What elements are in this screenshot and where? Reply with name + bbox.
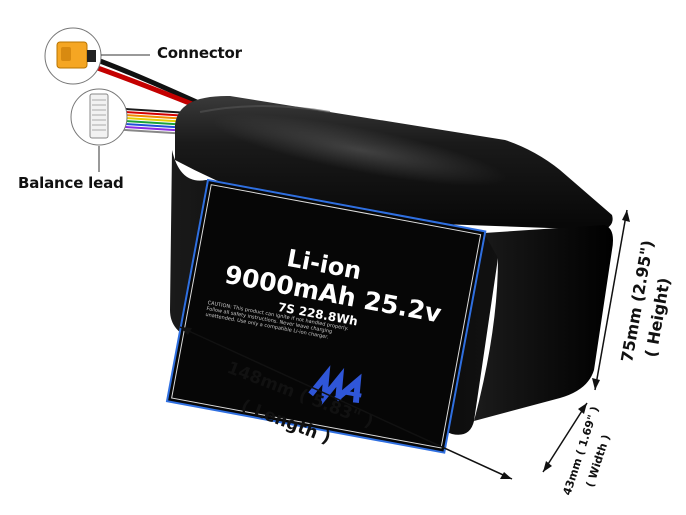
balance-plug-icon — [89, 93, 109, 139]
balance-lead-label: Balance lead — [18, 174, 124, 192]
brand-logo — [308, 365, 362, 407]
balance-lead-callout — [70, 88, 128, 172]
battery-pack — [165, 95, 613, 454]
battery-label — [165, 178, 487, 454]
connector-callout — [44, 27, 150, 85]
connector-label: Connector — [157, 44, 242, 62]
width-dimension: 43mm ( 1.69" ) ( Width ) — [542, 402, 613, 497]
